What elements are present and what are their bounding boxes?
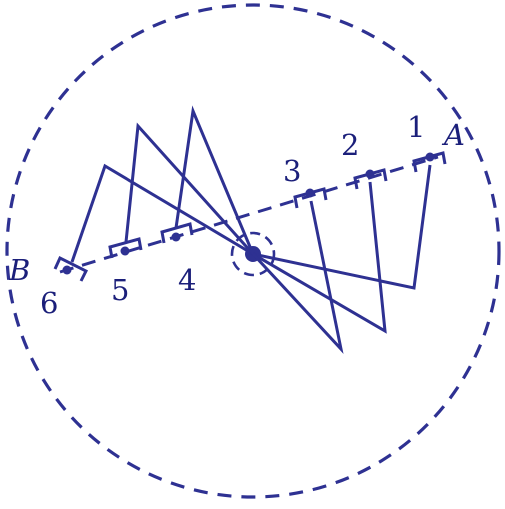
right-figure — [251, 164, 432, 354]
label-5: 5 — [111, 273, 129, 307]
segment-from-4 — [174, 105, 255, 255]
dot-1 — [425, 152, 435, 162]
label-1: 1 — [407, 110, 425, 144]
segment-from-2 — [252, 181, 387, 334]
dot-6 — [62, 265, 72, 275]
point-6-marker — [53, 255, 89, 282]
label-3: 3 — [283, 154, 301, 188]
dot-5 — [120, 246, 130, 256]
dot-3 — [305, 188, 315, 198]
point-1-marker — [412, 151, 447, 173]
dot-2 — [365, 169, 375, 179]
point-5-marker — [108, 237, 143, 259]
label-a: A — [441, 118, 465, 152]
bracket-6 — [53, 255, 89, 282]
pivot-dashed-circle — [230, 231, 276, 277]
segment-from-3 — [251, 200, 344, 354]
label-b: B — [8, 253, 30, 287]
outer-dashed-circle — [5, 3, 501, 499]
segment-from-1 — [252, 164, 432, 290]
segment-from-6 — [70, 163, 254, 263]
point-3-marker — [293, 187, 328, 209]
dashed-line-a-b — [59, 155, 439, 274]
dot-4 — [171, 232, 181, 242]
bracket-4 — [160, 222, 194, 244]
label-2: 2 — [341, 128, 359, 162]
bracket-5 — [108, 237, 143, 259]
point-4-marker — [160, 222, 194, 244]
label-6: 6 — [40, 286, 58, 320]
left-figure — [70, 105, 255, 263]
segment-from-5 — [124, 122, 255, 256]
point-2-marker — [353, 168, 388, 190]
label-4: 4 — [178, 263, 196, 297]
